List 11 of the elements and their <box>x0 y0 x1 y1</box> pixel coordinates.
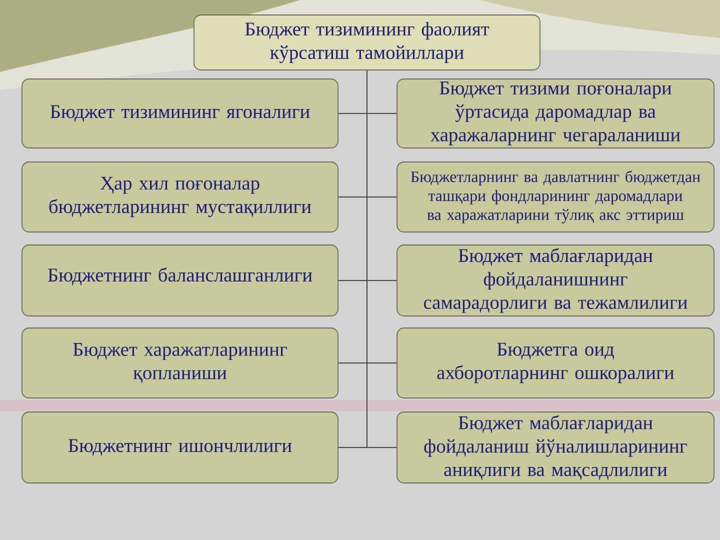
text-box: Бюджет харажатларининг қопланиши <box>22 328 338 398</box>
text-box: Бюджет тизими поғоналари ўртасида даромадлар ва харажаларнинг чегараланиши <box>396 78 714 148</box>
text-box: Бюджетнинг ишончлилиги <box>22 412 338 484</box>
text-box: Ҳар хил поғоналар бюджетларининг мустақиллиги <box>22 162 338 232</box>
text-box: Бюджетга оид ахборотларнинг ошкоралиги <box>396 328 714 398</box>
text-box: Бюджетнинг баланслашганлиги <box>22 244 338 316</box>
text-box: Бюджет тизимининг ягоналиги <box>22 78 338 148</box>
text-box: Бюджет маблағларидан фойдаланишнинг самарадорлиги ва тежамлилиги <box>396 244 714 316</box>
text-box: Бюджетларнинг ва давлатнинг бюджетдан ташқари фондларининг даромадлари ва харажатларини тўлиқ акс эттириш <box>396 162 714 232</box>
title-box: Бюджет тизимининг фаолият кўрсатиш тамойиллари <box>194 14 540 70</box>
text-box: Бюджет маблағларидан фойдаланиш йўналишларининг аниқлиги ва мақсадлилиги <box>396 412 714 484</box>
